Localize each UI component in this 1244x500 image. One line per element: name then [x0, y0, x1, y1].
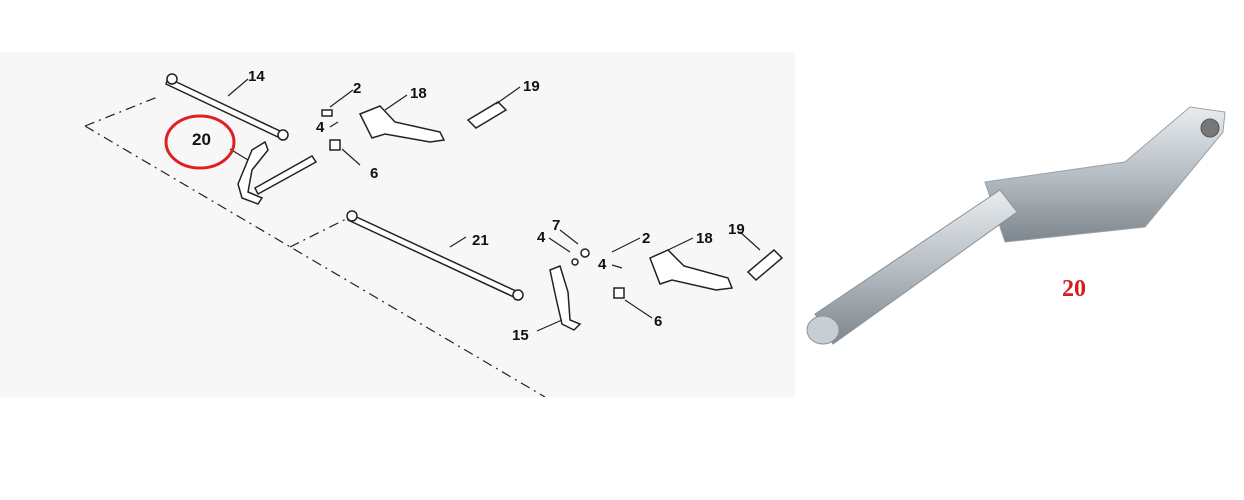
label-18: 18 [410, 85, 427, 102]
label-2: 2 [353, 80, 361, 97]
part-20-shaft [814, 189, 1018, 345]
label-4: 4 [598, 256, 607, 273]
guide-line [84, 125, 546, 398]
part-20-photo-illustration [806, 106, 1226, 345]
label-4: 4 [316, 119, 325, 136]
guide-line [289, 216, 351, 248]
highlight-circle [164, 114, 236, 170]
label-4: 4 [537, 229, 546, 246]
label-18: 18 [696, 230, 713, 247]
part-20-arm [984, 106, 1226, 243]
photo-part-label: 20 [1062, 276, 1086, 302]
guide-line [84, 95, 161, 127]
label-6: 6 [370, 165, 378, 182]
part-21-rod [346, 210, 524, 301]
label-7: 7 [552, 217, 560, 234]
part-7-nut [580, 248, 590, 258]
part-6-bushing [329, 139, 341, 151]
part-14-rod [165, 73, 289, 141]
part-6-bushing [613, 287, 625, 299]
part-15-arm [549, 265, 582, 331]
label-2: 2 [642, 230, 650, 247]
label-14: 14 [248, 68, 265, 85]
part-18-lever [649, 249, 734, 291]
label-6: 6 [654, 313, 662, 330]
label-20: 20 [192, 130, 211, 149]
part-20-hole [1200, 118, 1220, 138]
part-20-shaft [237, 140, 318, 205]
label-19: 19 [728, 221, 745, 238]
diagram-svg: 14 2 18 19 4 20 6 21 7 4 2 18 19 4 15 6 [84, 68, 784, 398]
part-18-lever [358, 105, 446, 143]
label-15: 15 [512, 327, 529, 344]
exploded-parts-diagram: 14 2 18 19 4 20 6 21 7 4 2 18 19 4 15 6 [0, 52, 795, 398]
part-19-peg [746, 248, 784, 282]
part-2-bolt [321, 109, 333, 117]
part-20-splined-end [806, 315, 840, 345]
part-4-washer [571, 258, 579, 266]
label-19: 19 [523, 78, 540, 95]
part-photo [795, 52, 1244, 397]
part-19-peg [466, 101, 508, 129]
label-21: 21 [472, 232, 489, 249]
